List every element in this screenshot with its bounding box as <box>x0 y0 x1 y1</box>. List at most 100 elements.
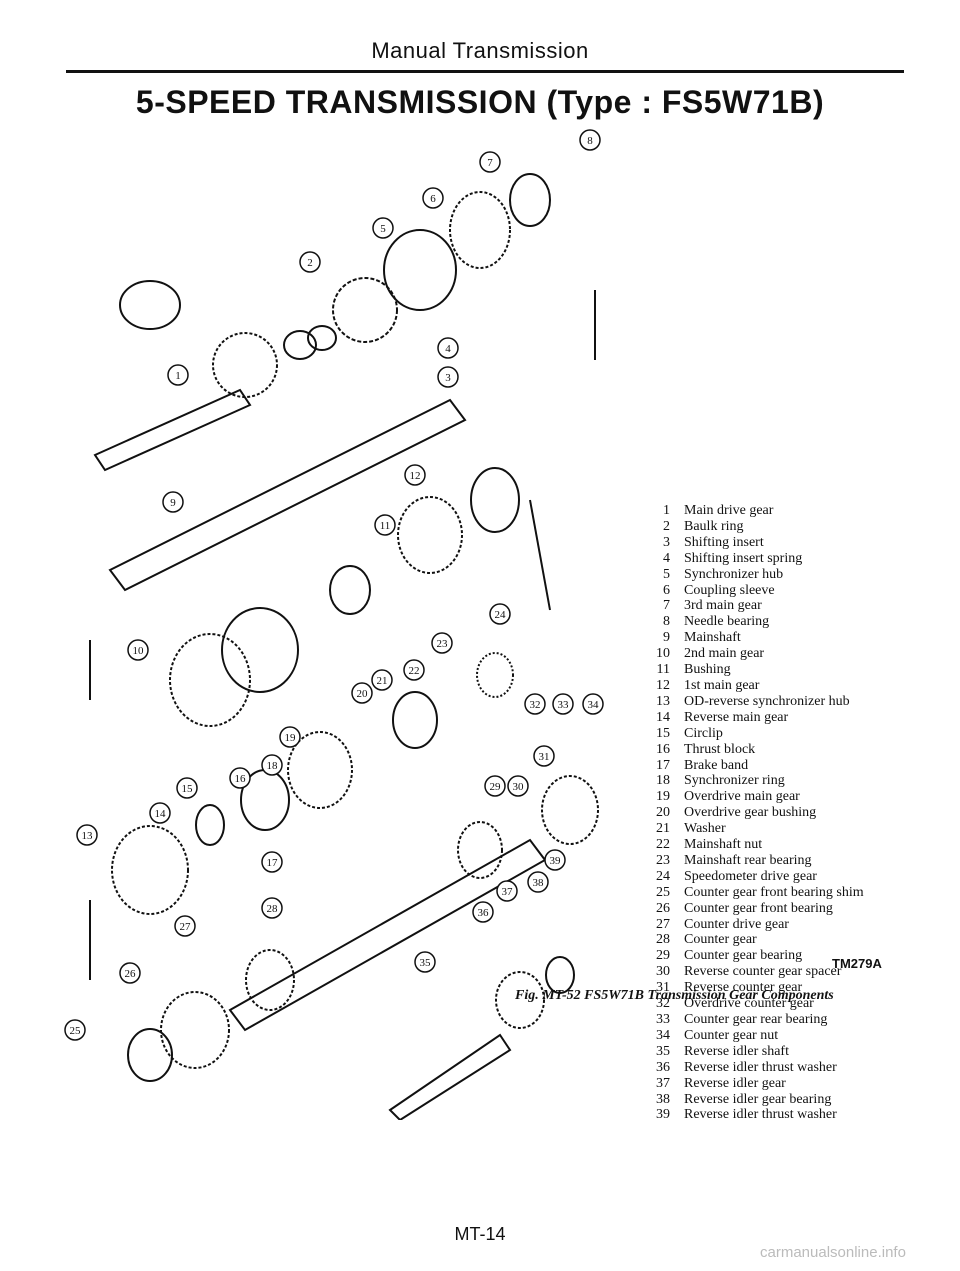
counter-drive-gear <box>160 991 230 1069</box>
reverse-idler-bearing <box>545 956 575 994</box>
first-main-gear <box>397 496 463 574</box>
callout-number: 4 <box>445 343 451 355</box>
callout-number: 33 <box>558 699 570 711</box>
legend-item: 21 Washer <box>648 821 864 837</box>
coupling-sleeve <box>383 229 457 311</box>
callout-circle <box>582 693 604 715</box>
legend-number: 5 <box>663 566 670 582</box>
legend-number: 25 <box>656 884 670 900</box>
callout-circle <box>174 915 196 937</box>
legend-text: Mainshaft nut <box>684 837 763 853</box>
reverse-idler-shaft <box>388 1033 512 1120</box>
synchronizer-hub <box>332 277 398 343</box>
front-bearing <box>119 280 181 330</box>
callout-circle <box>229 767 251 789</box>
callout-circle <box>162 491 184 513</box>
callout-number: 26 <box>125 968 137 980</box>
callout-number: 16 <box>235 773 247 785</box>
legend-text: Baulk ring <box>684 518 744 534</box>
callout-circle <box>507 775 529 797</box>
callout-number: 37 <box>502 886 514 898</box>
legend-text: Bushing <box>684 662 731 678</box>
callout-number: 39 <box>550 855 562 867</box>
legend-number: 24 <box>656 868 670 884</box>
mainshaft <box>108 398 467 592</box>
callout-circle <box>496 880 518 902</box>
callout-number: 21 <box>377 675 388 687</box>
legend-number: 17 <box>656 757 670 773</box>
legend-text: Mainshaft rear bearing <box>684 852 812 868</box>
legend-number: 10 <box>656 646 670 662</box>
legend-number: 30 <box>656 964 670 980</box>
legend-text: Counter gear rear bearing <box>684 1012 828 1027</box>
callout-circle <box>479 151 501 173</box>
legend-item: 4 Shifting insert spring <box>648 551 864 567</box>
legend-number: 21 <box>656 821 670 837</box>
callout-circle <box>431 632 453 654</box>
callout-circle <box>119 962 141 984</box>
callout-circle <box>403 659 425 681</box>
callout-number: 27 <box>180 921 192 933</box>
callout-number: 35 <box>420 957 432 969</box>
legend-text: Overdrive main gear <box>684 789 800 805</box>
legend-number: 32 <box>656 996 670 1012</box>
legend-text: Shifting insert <box>684 534 764 550</box>
callout-circle <box>351 682 373 704</box>
callout-number: 30 <box>513 781 525 793</box>
overdrive-main-gear <box>287 731 353 809</box>
legend-item: 33 Counter gear rear bearing <box>648 1012 864 1028</box>
callout-number: 8 <box>587 135 593 147</box>
legend-number: 2 <box>663 518 670 534</box>
legend-number: 3 <box>663 534 670 550</box>
legend-number: 1 <box>663 503 670 518</box>
callout-number: 38 <box>533 877 545 889</box>
legend-item: 17 Brake band <box>648 758 864 774</box>
legend-text: Counter gear <box>684 932 757 948</box>
callout-number: 5 <box>380 223 386 235</box>
legend-number: 33 <box>656 1012 670 1027</box>
legend-text: Mainshaft <box>684 630 741 646</box>
callout-number: 19 <box>285 732 297 744</box>
legend-number: 27 <box>656 916 670 932</box>
legend-text: 3rd main gear <box>684 598 762 614</box>
callout-circle <box>533 745 555 767</box>
reverse-main-gear <box>111 825 189 915</box>
main-drive-gear-shaft <box>93 388 252 472</box>
callout-circle <box>484 775 506 797</box>
legend-text: Washer <box>684 821 726 837</box>
legend-number: 13 <box>656 693 670 709</box>
callout-circle <box>544 849 566 871</box>
legend-text: Brake band <box>684 757 749 773</box>
callout-number: 24 <box>495 609 507 621</box>
legend-number: 36 <box>656 1059 670 1075</box>
callout-circle <box>64 1019 86 1041</box>
callout-circle <box>372 217 394 239</box>
page-title: 5-SPEED TRANSMISSION (Type : FS5W71B) <box>135 84 825 120</box>
callout-number: 20 <box>357 688 369 700</box>
legend-number: 18 <box>656 773 670 789</box>
reference-code: TM279A <box>832 956 882 971</box>
reverse-counter-gear <box>457 821 503 879</box>
legend-text: Shifting insert spring <box>684 550 803 566</box>
legend-text: Thrust block <box>684 741 756 757</box>
callout-number: 18 <box>267 760 279 772</box>
legend-number: 22 <box>656 837 670 853</box>
legend-number: 4 <box>663 550 670 566</box>
